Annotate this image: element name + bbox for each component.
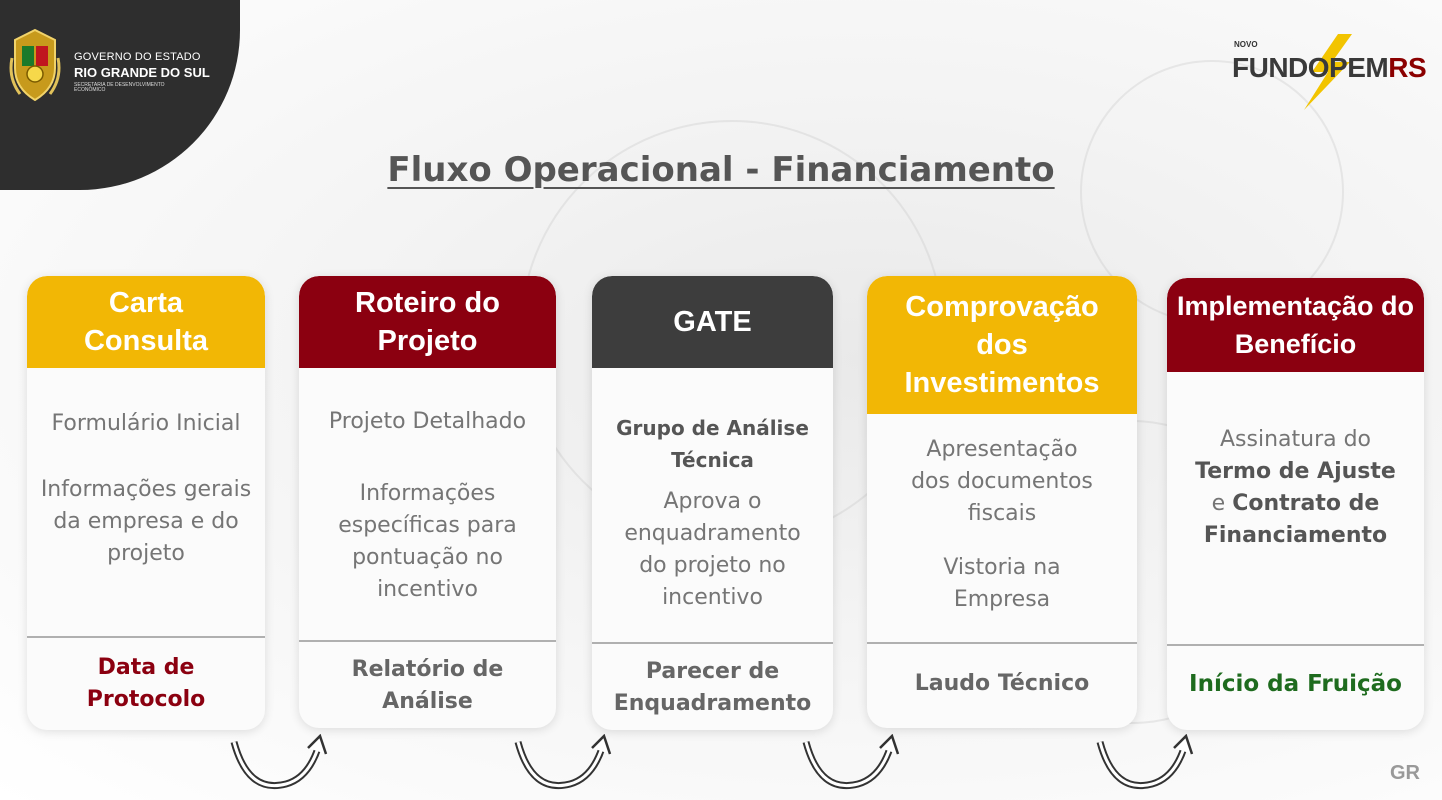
- step-body: Apresentação dos documentos fiscais Vist…: [867, 434, 1137, 616]
- step-body: Formulário Inicial Informações gerais da…: [27, 408, 265, 570]
- curved-arrow-icon: [1096, 734, 1194, 790]
- step-footer: Relatório de Análise: [351, 657, 504, 714]
- step-divider: [592, 642, 833, 644]
- step-header: Comprovação dos Investimentos: [867, 276, 1137, 414]
- government-logo-text: GOVERNO DO ESTADO RIO GRANDE DO SUL SECR…: [74, 52, 210, 93]
- logo-novo-label: NOVO: [1234, 40, 1258, 49]
- fundopem-logo: NOVO FUNDOPEMRS: [1232, 34, 1432, 114]
- step-body-line: Assinatura do: [1219, 427, 1372, 452]
- step-card-carta-consulta: Carta Consulta Formulário Inicial Inform…: [27, 276, 265, 730]
- step-card-gate: GATE Grupo de Análise Técnica Aprova o e…: [592, 276, 833, 730]
- step-card-implementacao: Implementação do Benefício Assinatura do…: [1167, 278, 1424, 730]
- step-card-comprovacao: Comprovação dos Investimentos Apresentaç…: [867, 276, 1137, 728]
- step-header: Implementação do Benefício: [1167, 278, 1424, 372]
- page-title: Fluxo Operacional - Financiamento: [0, 150, 1442, 190]
- step-body-line-bold: Termo de Ajuste: [1195, 459, 1396, 484]
- step-header: GATE: [592, 276, 833, 368]
- step-body-connector: e: [1211, 491, 1226, 516]
- page-title-text: Fluxo Operacional - Financiamento: [387, 150, 1055, 190]
- state-crest-icon: [9, 28, 61, 102]
- logo-name-main: FUNDOPEM: [1232, 52, 1389, 83]
- step-body-bold: Grupo de Análise Técnica: [592, 412, 833, 476]
- step-body: Assinatura do Termo de Ajuste e Contrato…: [1167, 424, 1424, 552]
- step-body: Projeto Detalhado Informações específica…: [299, 406, 556, 606]
- logo-name-suffix: RS: [1388, 52, 1427, 83]
- curved-arrow-icon: [514, 734, 612, 790]
- curved-arrow-icon: [802, 734, 900, 790]
- step-body-bold-text: Contrato de Financiamento: [1203, 491, 1388, 548]
- logo-name: FUNDOPEMRS: [1232, 52, 1427, 84]
- step-divider: [27, 636, 265, 638]
- step-footer: Laudo Técnico: [914, 671, 1090, 696]
- curved-arrow-icon: [230, 734, 328, 790]
- step-body-bold-text: Grupo de Análise Técnica: [616, 416, 809, 472]
- step-footer: Parecer de Enquadramento: [613, 659, 812, 716]
- step-footer: Data de Protocolo: [86, 655, 206, 712]
- step-footer: Início da Fruição: [1189, 671, 1402, 697]
- step-body-line: Aprova o enquadramento do projeto no inc…: [624, 489, 801, 610]
- step-body-line: Informações específicas para pontuação n…: [338, 481, 517, 602]
- step-body-line-mixed: e Contrato de Financiamento: [1167, 488, 1424, 552]
- step-divider: [1167, 644, 1424, 646]
- step-body-line: Vistoria na Empresa: [943, 555, 1061, 612]
- step-divider: [867, 642, 1137, 644]
- gov-line-3: SECRETARIA DE DESENVOLVIMENTO ECONÔMICO: [74, 82, 165, 93]
- gov-line-1: GOVERNO DO ESTADO: [74, 51, 201, 63]
- step-header: Carta Consulta: [27, 276, 265, 368]
- watermark-initials: GR: [1390, 762, 1420, 784]
- step-card-roteiro-do-projeto: Roteiro do Projeto Projeto Detalhado Inf…: [299, 276, 556, 728]
- step-header: Roteiro do Projeto: [299, 276, 556, 368]
- lightning-bolt-icon: [1304, 34, 1352, 110]
- step-body: Grupo de Análise Técnica Aprova o enquad…: [592, 412, 833, 614]
- step-divider: [299, 640, 556, 642]
- step-body-line: Projeto Detalhado: [328, 409, 527, 434]
- gov-line-2: RIO GRANDE DO SUL: [74, 65, 210, 80]
- step-body-line: Formulário Inicial: [51, 411, 241, 436]
- step-body-line: Informações gerais da empresa e do proje…: [40, 477, 252, 566]
- step-body-line: Apresentação dos documentos fiscais: [911, 437, 1093, 526]
